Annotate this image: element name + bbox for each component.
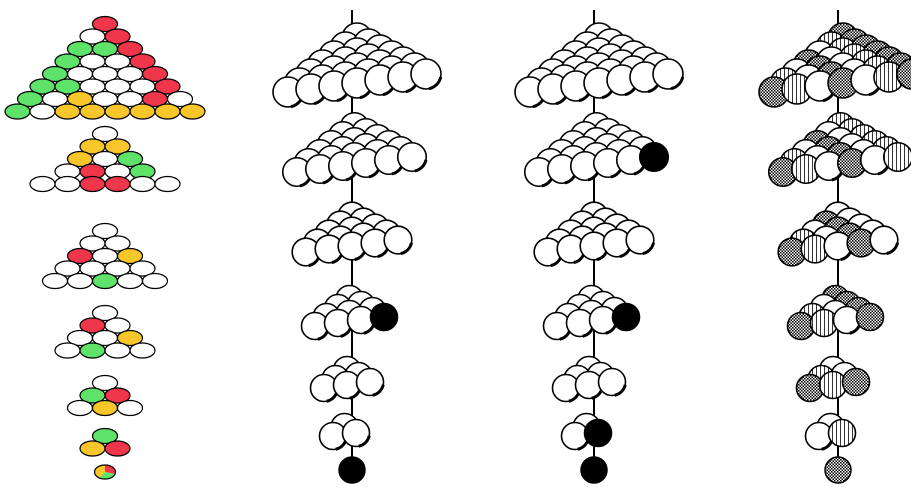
stack-level-1 (581, 457, 607, 483)
stack-column-1 (273, 10, 441, 483)
apex-ball (825, 457, 851, 483)
stack-level-1 (339, 457, 365, 483)
stack-level-3 (553, 357, 626, 402)
stack-level-2 (562, 414, 612, 450)
stack-ball (613, 304, 640, 331)
stack-level-5 (778, 202, 898, 266)
stack-column-3 (759, 10, 911, 483)
stack-level-5 (292, 202, 412, 266)
apex-ball (581, 457, 607, 483)
stack-ball (371, 304, 398, 331)
stack-level-2 (320, 414, 370, 450)
stack-level-4 (788, 286, 884, 340)
apex-ball (339, 457, 365, 483)
stack-ball (585, 420, 612, 447)
stack-level-5 (534, 202, 654, 266)
stack-level-7 (273, 23, 441, 107)
stack-level-6 (769, 113, 911, 187)
stack-level-3 (311, 357, 384, 402)
stack-level-3 (797, 357, 870, 402)
stack-level-4 (302, 286, 398, 340)
stack-level-4 (544, 286, 640, 340)
stack-level-6 (283, 113, 427, 187)
stack-level-2 (806, 414, 856, 450)
stack-ball (843, 369, 870, 396)
stack-level-6 (525, 113, 669, 187)
stack-ball (884, 143, 911, 172)
stack-level-7 (759, 23, 911, 107)
stack-level-1 (825, 457, 851, 483)
stack-level-7 (515, 23, 683, 107)
stack-column-2 (515, 10, 683, 483)
stack-ball (640, 143, 669, 172)
stack-ball (857, 304, 884, 331)
stack-ball (829, 420, 856, 447)
